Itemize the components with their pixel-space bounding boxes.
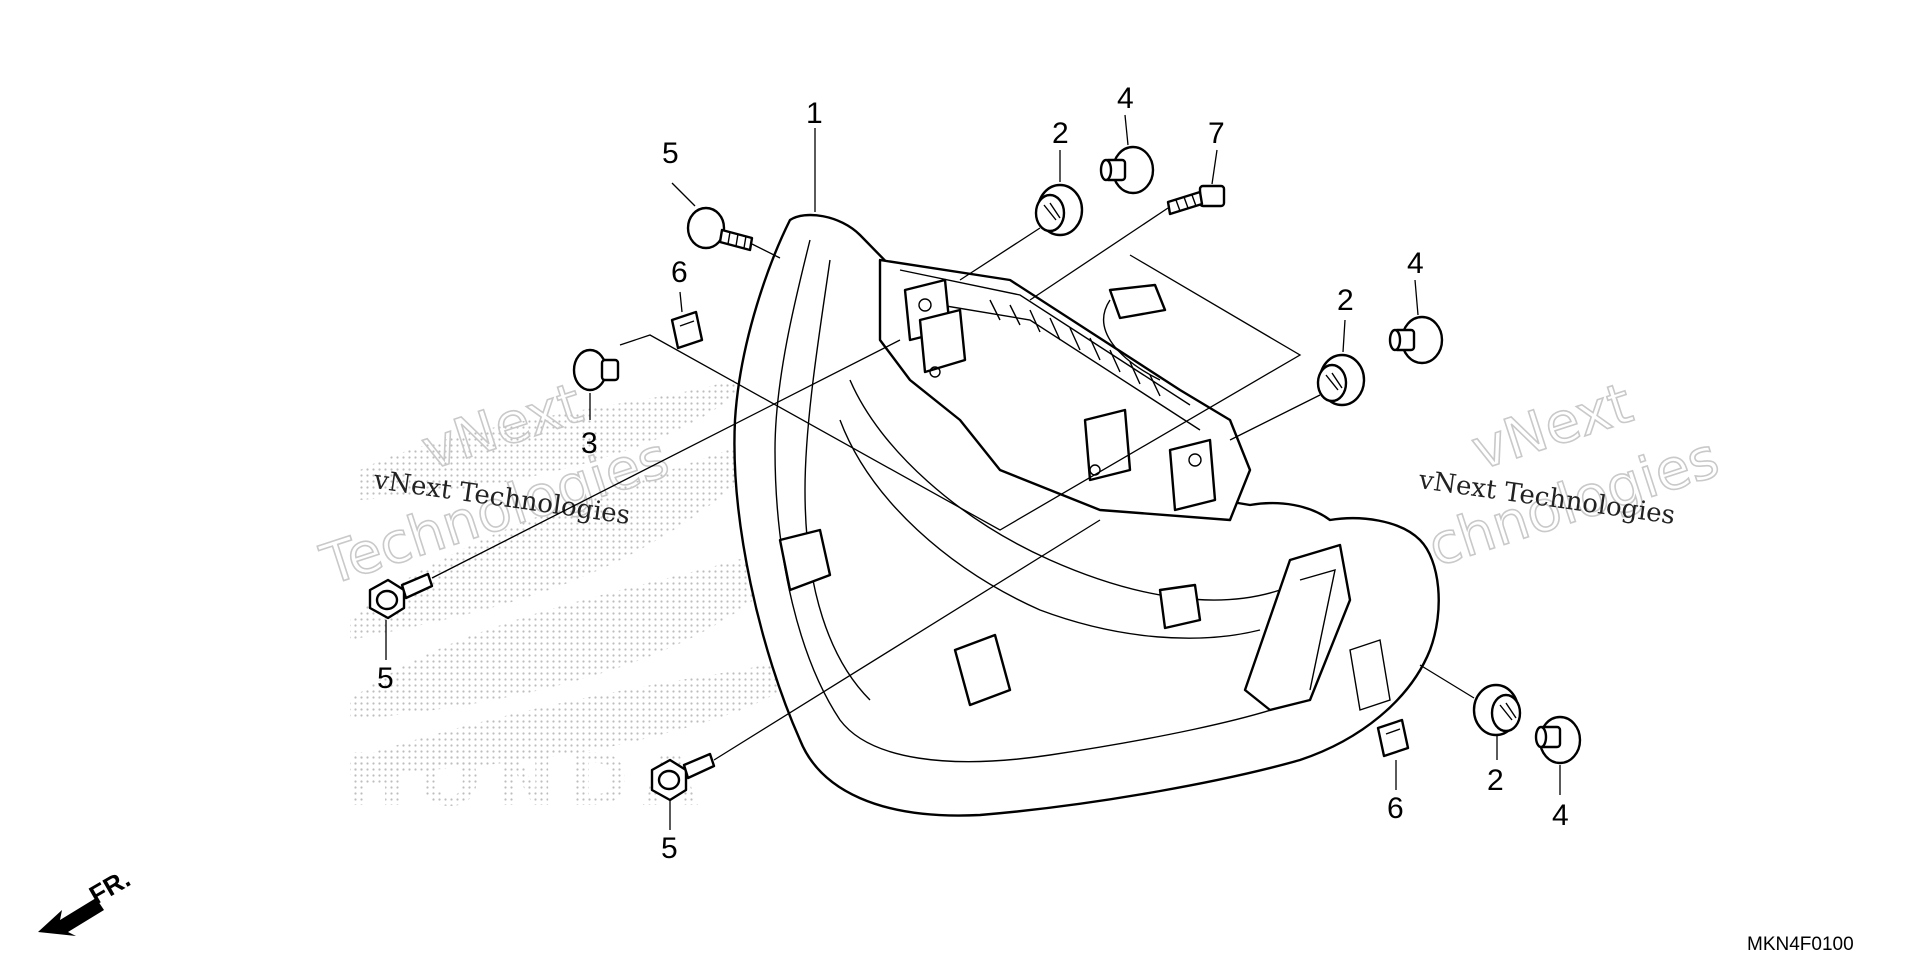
callout-4: 4 [1552,799,1569,832]
screw-upper-left [686,206,754,252]
callout-5: 5 [377,662,394,695]
washer-3 [572,348,620,392]
callout-labels: 1 2 2 2 3 4 4 4 5 5 5 6 6 7 [377,82,1569,865]
clip-nut-lower [1376,718,1410,758]
collar-lower-right [1534,715,1582,765]
collar-right [1388,315,1444,365]
callout-5: 5 [661,832,678,865]
grommet-lower-right [1472,683,1522,737]
callout-5: 5 [662,137,679,170]
honda-logo-watermark-text: HONDA [345,738,712,822]
screw-upper-right [1166,184,1226,216]
grommet-right [1316,353,1366,407]
callout-7: 7 [1208,117,1225,150]
collar-upper [1099,145,1155,195]
callout-1: 1 [806,97,823,130]
callout-2: 2 [1337,284,1354,317]
callout-6: 6 [671,256,688,289]
leader-lines [385,114,1561,830]
callout-2: 2 [1052,117,1069,150]
front-direction-arrow: FR. [38,863,135,936]
screw-lower-left [650,752,716,802]
callout-4: 4 [1117,82,1134,115]
callout-3: 3 [581,427,598,460]
callout-4: 4 [1407,247,1424,280]
diagram-code: MKN4F0100 [1747,934,1854,955]
callout-2: 2 [1487,764,1504,797]
clip-nut-upper [670,310,704,350]
screw-middle-left [368,572,434,620]
headlight-housing [733,213,1440,817]
honda-wing-logo-watermark: HONDA [345,370,830,822]
callout-6: 6 [1387,792,1404,825]
grommet-upper [1034,183,1084,237]
